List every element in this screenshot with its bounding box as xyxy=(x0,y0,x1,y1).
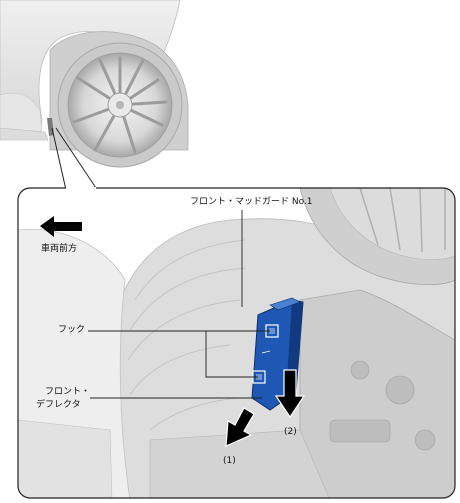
detail-frame xyxy=(17,187,456,499)
arrow-down-left-icon xyxy=(225,407,255,447)
arrow-down-icon xyxy=(274,369,306,419)
front-fender xyxy=(0,0,181,136)
vehicle-overview xyxy=(0,0,189,168)
label-vehicle-front: 車両前方 xyxy=(41,244,78,254)
arrow-left-icon xyxy=(40,216,82,237)
label-step-1: (1) xyxy=(223,456,236,466)
deflector-location-marker xyxy=(47,118,54,136)
callout-line-right xyxy=(55,127,97,189)
suspension-parts xyxy=(299,289,455,498)
label-hook: フック xyxy=(58,325,86,335)
label-front-deflector-line1: フロント・ xyxy=(45,387,91,397)
label-front-deflector-line2: デフレクタ xyxy=(36,400,81,410)
leader-lines xyxy=(88,210,270,399)
detail-view xyxy=(18,188,455,498)
callout-line-left xyxy=(51,127,67,191)
label-front-mudguard: フロント・マッドガード No.1 xyxy=(190,197,313,207)
label-step-2: (2) xyxy=(284,427,297,437)
